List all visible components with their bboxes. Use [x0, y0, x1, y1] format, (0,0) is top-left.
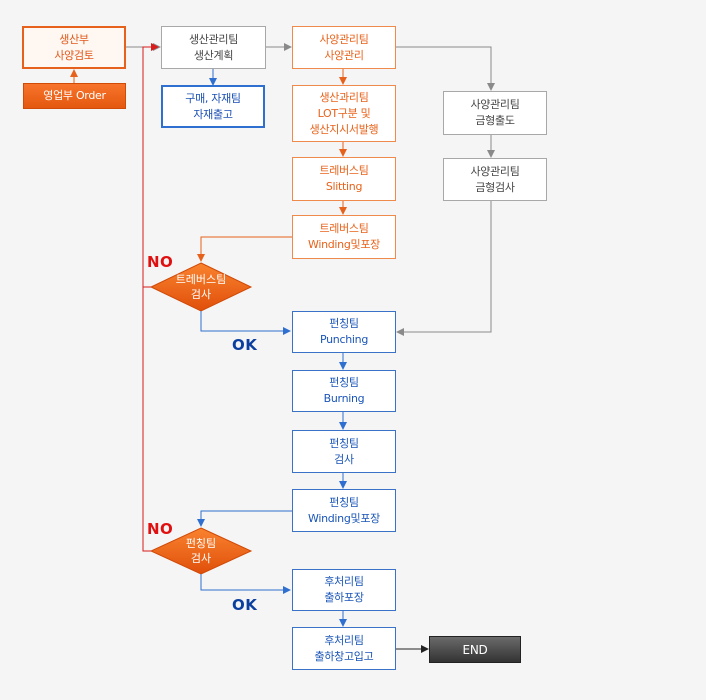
punch-winding-line2: Winding및포장 — [307, 511, 380, 525]
post-pack-line2: 출하포장 — [324, 591, 364, 604]
mold-inspect-line2: 금형검사 — [475, 180, 515, 194]
ok-label-2: OK — [232, 596, 258, 614]
punching-line1: 펀칭팀 — [329, 317, 359, 330]
punch-inspect-line2: 검사 — [334, 452, 354, 466]
punch-decision-label: 펀칭팀 검사 — [151, 536, 251, 566]
no-label-2: NO — [147, 520, 174, 538]
trembus-winding-box: 트레버스팀 Winding및포장 — [292, 215, 396, 259]
production-plan-line1: 생산관리팀 — [188, 32, 239, 46]
sales-review-line1: 생산부 — [59, 32, 89, 46]
purchase-box: 구매, 자재팀 자재출고 — [161, 85, 265, 128]
purchase-line2: 자재출고 — [193, 107, 233, 121]
punching-line2: Punching — [319, 333, 368, 346]
punch-winding-line1: 펀칭팀 — [329, 495, 359, 509]
no-label-1: NO — [147, 253, 174, 271]
lot-issue-line3: 생산지시서발행 — [309, 122, 379, 136]
decision2-ok-arrow — [200, 574, 291, 594]
burning-line2: Burning — [323, 392, 365, 405]
lot-issue-box: 생산과리팀 LOT구분 및 생산지시서발행 — [292, 85, 396, 142]
punch-decision-line2: 검사 — [190, 552, 212, 565]
lot-issue-line1: 생산과리팀 — [319, 90, 369, 104]
sales-order-box: 영업부 Order — [23, 83, 126, 109]
post-pack-box: 후처리팀 출하포장 — [292, 569, 396, 611]
end-label: END — [462, 642, 488, 657]
sales-review-box: 생산부 사양검토 — [22, 26, 126, 69]
spec-mgmt-line1: 사양관리팀 — [319, 32, 369, 46]
production-plan-box: 생산관리팀 생산계획 — [161, 26, 266, 69]
post-store-line2: 출하창고입고 — [314, 649, 374, 663]
end-box: END — [429, 636, 521, 663]
production-plan-line2: 생산계획 — [193, 48, 234, 62]
decision2-no-loop — [142, 287, 151, 552]
burning-box: 펀칭팀 Burning — [292, 370, 396, 412]
trembus-decision-line1: 트레버스팀 — [175, 273, 227, 286]
mold-out-box: 사양관리팀 금형출도 — [443, 91, 547, 135]
trembus-slitting-line1: 트레버스팀 — [319, 164, 369, 177]
mold-inspect-line1: 사양관리팀 — [470, 164, 520, 178]
spec-mgmt-line2: 사양관리 — [324, 48, 364, 62]
winding-to-decision-arrow — [197, 236, 292, 262]
ok-label-1: OK — [232, 336, 258, 354]
spec-mgmt-box: 사양관리팀 사양관리 — [292, 26, 396, 69]
sales-review-line2: 사양검토 — [54, 48, 94, 62]
moldinspect-to-punching-arrow — [396, 201, 492, 336]
punchwinding-to-decision-arrow — [197, 510, 292, 527]
trembus-decision-line2: 검사 — [190, 288, 212, 301]
burning-line1: 펀칭팀 — [329, 376, 359, 389]
mold-inspect-box: 사양관리팀 금형검사 — [443, 158, 547, 201]
purchase-line1: 구매, 자재팀 — [185, 91, 241, 105]
punch-winding-box: 펀칭팀 Winding및포장 — [292, 489, 396, 532]
post-store-line1: 후처리팀 — [324, 633, 364, 647]
post-store-box: 후처리팀 출하창고입고 — [292, 627, 396, 670]
mold-out-line2: 금형출도 — [475, 114, 515, 127]
sales-order-label: 영업부 Order — [43, 89, 106, 102]
punch-decision-line1: 펀칭팀 — [185, 537, 217, 550]
decision1-no-loop — [142, 43, 159, 288]
trembus-decision-label: 트레버스팀 검사 — [151, 272, 251, 302]
punch-inspect-box: 펀칭팀 검사 — [292, 430, 396, 473]
trembus-slitting-box: 트레버스팀 Slitting — [292, 157, 396, 201]
trembus-slitting-line2: Slitting — [325, 180, 363, 193]
punch-inspect-line1: 펀칭팀 — [329, 436, 359, 450]
decision1-ok-arrow — [200, 311, 291, 335]
trembus-winding-line1: 트레버스팀 — [319, 222, 369, 235]
mold-out-line1: 사양관리팀 — [470, 98, 520, 111]
spec-to-mold-arrow — [396, 46, 495, 91]
lot-issue-line2: LOT구분 및 — [317, 106, 371, 120]
punching-box: 펀칭팀 Punching — [292, 311, 396, 353]
post-pack-line1: 후처리팀 — [324, 575, 364, 588]
trembus-winding-line2: Winding및포장 — [307, 238, 380, 251]
